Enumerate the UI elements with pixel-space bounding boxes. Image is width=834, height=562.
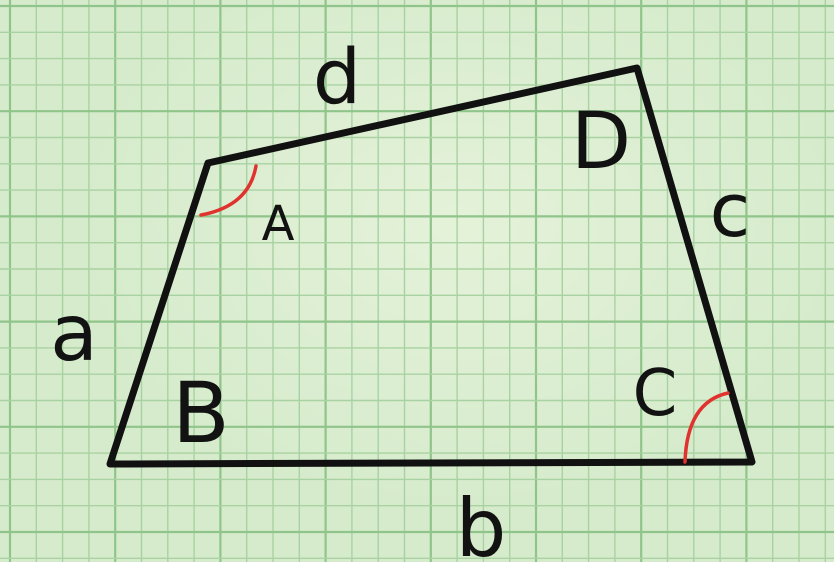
side-label-c: c — [710, 168, 751, 254]
angle-label-c: C — [633, 357, 678, 431]
angle-arc-c — [683, 391, 730, 464]
side-label-d: d — [313, 32, 361, 121]
angle-label-d: D — [571, 97, 631, 187]
angle-label-a: A — [262, 196, 295, 252]
side-label-b: b — [456, 482, 507, 562]
angle-label-b: B — [172, 364, 230, 462]
quadrilateral-outline — [106, 64, 756, 468]
side-label-a: a — [50, 289, 98, 379]
angle-arc-a — [199, 164, 258, 217]
